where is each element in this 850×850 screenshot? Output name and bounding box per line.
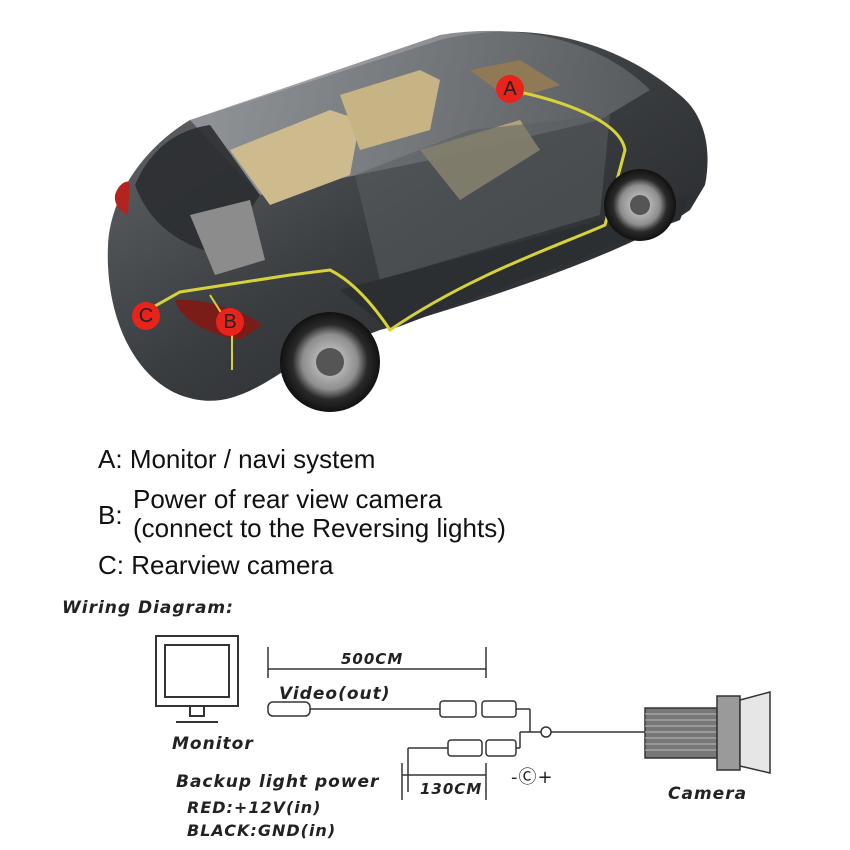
red-wire-label: RED:+12V(in) <box>187 798 322 817</box>
legend-a: A: Monitor / navi system <box>98 444 376 474</box>
camera-icon <box>644 691 771 774</box>
video-out-label: Video(out) <box>279 684 391 704</box>
camera-label: Camera <box>668 784 748 804</box>
front-wheel <box>604 169 676 241</box>
polarity-label: -Ⓒ+ <box>511 767 554 788</box>
legend-b-line1: Power of rear view camera <box>133 484 443 514</box>
car-illustration: A B C <box>107 30 708 412</box>
wiring-diagram <box>155 635 771 800</box>
length-500cm-label: 500CM <box>341 650 404 668</box>
power-cable <box>401 726 552 800</box>
length-130cm-label: 130CM <box>420 780 483 798</box>
rear-wheel <box>280 312 380 412</box>
backup-light-power-label: Backup light power <box>176 772 380 792</box>
legend-a-key: A: <box>98 444 123 474</box>
marker-c-label: C <box>139 305 153 327</box>
marker-c: C <box>132 302 160 330</box>
marker-b-label: B <box>223 311 236 333</box>
legend-a-text: Monitor / navi system <box>129 444 376 474</box>
legend-c-text: Rearview camera <box>131 550 334 580</box>
marker-b: B <box>216 308 244 336</box>
monitor-label: Monitor <box>172 734 254 754</box>
marker-a-label: A <box>503 78 517 100</box>
legend-b-line2: (connect to the Reversing lights) <box>133 513 506 543</box>
car-body <box>107 30 708 401</box>
legend-b-key: B: <box>98 500 123 530</box>
length-500cm-marker <box>267 647 487 678</box>
legend-c-key: C: <box>98 550 124 580</box>
video-cable <box>267 700 645 733</box>
legend-c: C: Rearview camera <box>98 550 334 580</box>
monitor-icon <box>155 635 239 723</box>
wiring-title: Wiring Diagram: <box>62 598 234 618</box>
black-wire-label: BLACK:GND(in) <box>187 821 337 840</box>
marker-a: A <box>496 75 524 103</box>
